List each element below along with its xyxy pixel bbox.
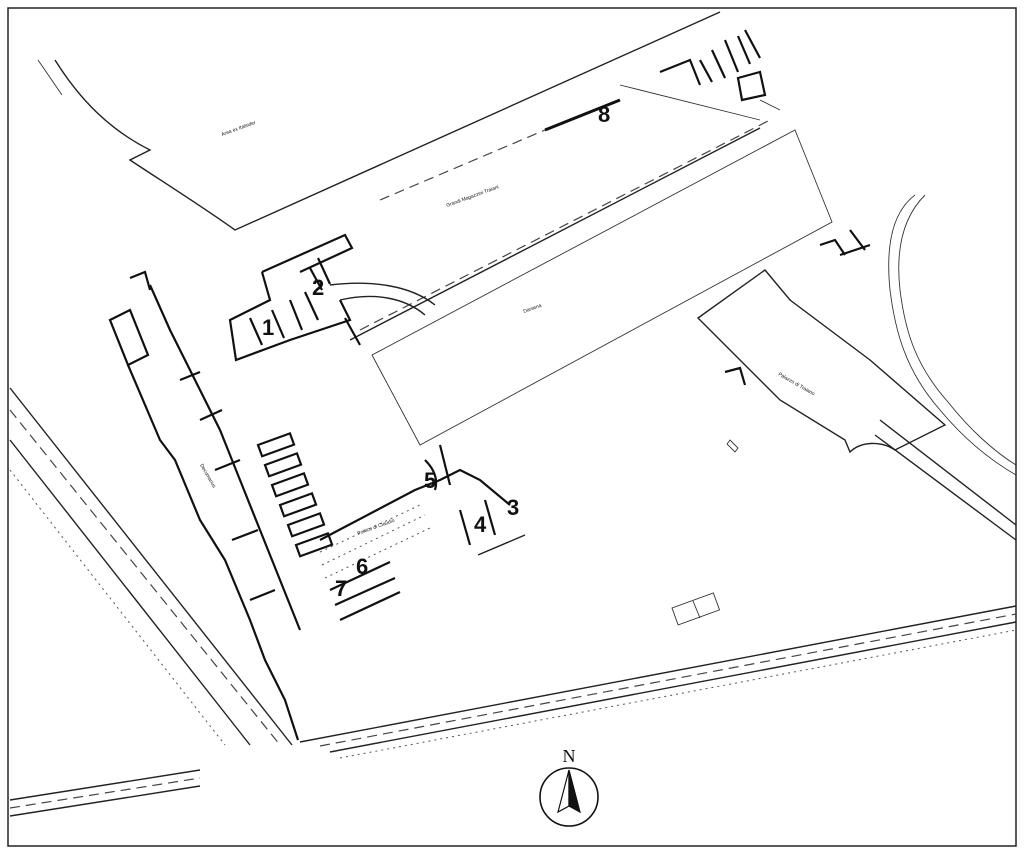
area-label-north: Area ex Italsider (221, 120, 257, 138)
buildings-northeast (659, 29, 781, 111)
warehouse-wall (544, 98, 621, 132)
area-label-basin: Darsena (523, 303, 543, 315)
site-number-7: 7 (335, 576, 347, 601)
site-number-8: 8 (598, 102, 610, 127)
basin (349, 119, 833, 446)
road-southwest (9, 387, 293, 746)
road-bottom-left (9, 769, 201, 817)
shop-row (256, 431, 334, 558)
site-number-3: 3 (507, 495, 519, 520)
area-label-warehouses: Grandi Magazzini Traiani (446, 184, 500, 209)
area-label-portico: Portico di Claudio (357, 518, 396, 537)
area-label-street: Decumanus (198, 463, 217, 490)
road-northeast (874, 194, 1017, 541)
site-number-1: 1 (262, 315, 274, 340)
site-number-4: 4 (474, 512, 487, 537)
site-number-2: 2 (312, 275, 324, 300)
palazzo-building (696, 229, 947, 454)
complex-north (228, 233, 361, 362)
small-rectangle (671, 592, 721, 626)
northern-boundary (54, 11, 721, 231)
site-number-5: 5 (424, 468, 436, 493)
north-arrow-icon: N (539, 746, 599, 827)
map-frame (7, 7, 1017, 847)
street-complex (108, 270, 302, 741)
area-label-palazzo: Palazzo di Traiano (777, 372, 816, 398)
site-number-6: 6 (356, 554, 368, 579)
road-south (299, 605, 1017, 759)
portico-complex (319, 444, 526, 621)
compass-label: N (563, 746, 576, 766)
channel (329, 282, 436, 306)
